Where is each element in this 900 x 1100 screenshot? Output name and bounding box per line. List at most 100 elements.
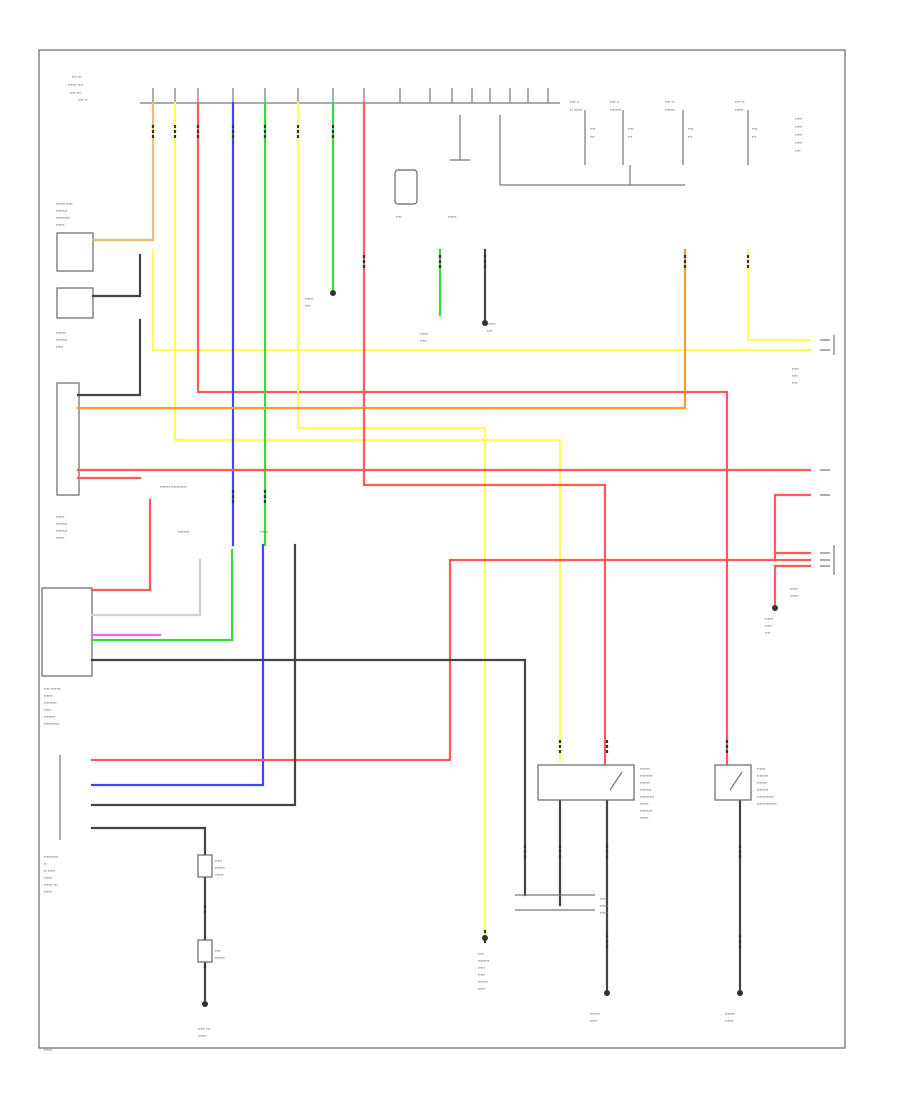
svg-text:▪▪▪▪ ▪▪▪: ▪▪▪▪ ▪▪▪ [70, 90, 82, 95]
svg-text:▪▪▪▪▪▪▪▪▪▪: ▪▪▪▪▪▪▪▪▪▪ [640, 794, 655, 799]
svg-text:▪▪▪▪▪▪▪: ▪▪▪▪▪▪▪ [640, 766, 651, 771]
body-control-module: ▪▪▪▪ ▪▪▪▪▪▪▪▪▪▪▪▪▪ ▪▪▪▪▪▪▪▪▪▪▪▪▪▪ ▪▪▪▪▪▪… [41, 587, 93, 726]
svg-text:▪▪▪▪▪▪▪: ▪▪▪▪▪▪▪ [665, 107, 676, 112]
svg-text:▪▪▪▪▪▪: ▪▪▪▪▪▪ [600, 903, 609, 908]
svg-text:▪▪▪▪▪▪▪ ▪▪▪▪▪▪▪▪▪▪▪: ▪▪▪▪▪▪▪ ▪▪▪▪▪▪▪▪▪▪▪ [160, 484, 187, 489]
map-light-right: ▪▪▪▪▪▪▪▪▪▪▪▪▪▪▪▪▪▪▪▪ [56, 287, 94, 349]
svg-text:▪▪▪▪▪▪: ▪▪▪▪▪▪ [790, 593, 799, 598]
svg-text:▪▪▪▪: ▪▪▪▪ [688, 126, 694, 131]
svg-text:▪▪▪▪: ▪▪▪▪ [600, 896, 606, 901]
svg-text:▪▪▪▪▪▪▪▪▪: ▪▪▪▪▪▪▪▪▪ [44, 700, 57, 705]
svg-text:▪▪▪▪▪▪: ▪▪▪▪▪▪ [56, 222, 65, 227]
svg-text:▪▪ ▪▪▪▪▪: ▪▪ ▪▪▪▪▪ [44, 868, 56, 873]
svg-text:▪▪▪▪▪▪▪▪▪: ▪▪▪▪▪▪▪▪▪ [640, 773, 653, 778]
svg-text:▪▪▪▪: ▪▪▪▪ [590, 126, 596, 131]
svg-text:▪▪▪▪▪▪: ▪▪▪▪▪▪ [735, 107, 744, 112]
svg-text:▪▪▪▪: ▪▪▪▪ [792, 373, 798, 378]
svg-text:▪▪▪▪▪▪: ▪▪▪▪▪▪ [448, 214, 457, 219]
svg-text:▪▪▪▪▪▪: ▪▪▪▪▪▪ [305, 296, 314, 301]
svg-text:▪▪▪▪▪▪: ▪▪▪▪▪▪ [56, 535, 65, 540]
svg-text:▪▪▪▪▪▪: ▪▪▪▪▪▪ [725, 1018, 734, 1023]
svg-text:▪▪▪▪: ▪▪▪▪ [628, 126, 634, 131]
svg-text:▪▪▪▪: ▪▪▪▪ [215, 948, 221, 953]
svg-text:▪▪▪▪▪▪▪▪▪▪▪▪: ▪▪▪▪▪▪▪▪▪▪▪▪ [757, 794, 775, 799]
top-right-connectors [499, 110, 749, 186]
svg-text:▪▪▪▪▪▪: ▪▪▪▪▪▪ [215, 872, 224, 877]
svg-text:▪▪▪▪▪: ▪▪▪▪▪ [795, 124, 803, 129]
svg-text:▪▪▪▪▪▪: ▪▪▪▪▪▪ [44, 693, 53, 698]
svg-text:▪▪▪▪▪: ▪▪▪▪▪ [765, 623, 773, 628]
svg-text:▪▪▪▪▪▪▪: ▪▪▪▪▪▪▪ [757, 780, 768, 785]
svg-text:▪▪▪▪▪▪▪: ▪▪▪▪▪▪▪ [56, 330, 67, 335]
svg-text:▪▪▪▪▪: ▪▪▪▪▪ [590, 1018, 598, 1023]
svg-text:▪▪▪▪▪▪▪▪▪▪▪: ▪▪▪▪▪▪▪▪▪▪▪ [44, 721, 60, 726]
svg-text:▪▪▪▪ ▪▪: ▪▪▪▪ ▪▪ [570, 99, 580, 104]
right-connectors [820, 335, 835, 575]
svg-text:▪▪▪▪▪▪▪▪: ▪▪▪▪▪▪▪▪ [56, 521, 68, 526]
svg-text:▪▪▪▪: ▪▪▪▪ [396, 214, 402, 219]
svg-text:▪▪▪▪▪▪▪▪: ▪▪▪▪▪▪▪▪ [757, 787, 769, 792]
svg-text:▪▪▪▪▪▪▪▪: ▪▪▪▪▪▪▪▪ [44, 714, 56, 719]
courtesy-light [197, 854, 213, 963]
connector-markers [151, 125, 750, 970]
svg-text:▪▪▪▪▪ ▪▪▪: ▪▪▪▪▪ ▪▪▪ [198, 1026, 211, 1031]
svg-text:▪▪ ▪▪▪▪▪▪: ▪▪ ▪▪▪▪▪▪ [570, 107, 583, 112]
svg-text:▪▪▪▪▪▪▪▪▪▪: ▪▪▪▪▪▪▪▪▪▪ [44, 854, 59, 859]
map-light-left: ▪▪▪▪▪▪▪ ▪▪▪▪▪▪▪▪▪▪▪▪ ▪▪▪▪▪▪▪▪▪▪▪▪▪▪▪▪ [56, 201, 94, 272]
svg-text:▪▪▪▪ ▪▪: ▪▪▪▪ ▪▪ [78, 97, 88, 102]
svg-text:▪▪▪▪ ▪▪: ▪▪▪▪ ▪▪ [665, 99, 675, 104]
diagram-frame [38, 49, 846, 1049]
svg-text:▪▪▪▪ ▪▪: ▪▪▪▪ ▪▪ [735, 99, 745, 104]
svg-text:▪▪▪▪▪: ▪▪▪▪▪ [792, 366, 800, 371]
svg-text:▪▪▪▪▪▪: ▪▪▪▪▪▪ [198, 1033, 207, 1038]
svg-text:▪▪▪▪: ▪▪▪▪ [792, 380, 798, 385]
svg-text:▪▪▪▪▪▪▪▪: ▪▪▪▪▪▪▪▪ [56, 528, 68, 533]
svg-text:▪▪▪▪▪▪▪: ▪▪▪▪▪▪▪ [478, 979, 489, 984]
svg-text:▪▪: ▪▪ [44, 861, 47, 866]
svg-text:▪▪▪▪▪: ▪▪▪▪▪ [795, 140, 803, 145]
svg-text:▪▪▪▪▪▪▪: ▪▪▪▪▪▪▪ [215, 865, 226, 870]
svg-text:▪▪▪▪▪: ▪▪▪▪▪ [420, 338, 428, 343]
svg-text:▪▪▪▪▪▪ ▪▪▪▪: ▪▪▪▪▪▪ ▪▪▪▪ [68, 82, 84, 87]
svg-text:▪▪▪▪▪▪▪: ▪▪▪▪▪▪▪ [215, 955, 226, 960]
svg-text:▪▪▪▪▪▪: ▪▪▪▪▪▪ [600, 910, 609, 915]
door-switch-driver: ▪▪▪▪▪▪▪▪▪▪▪▪▪▪ ▪▪▪▪▪▪▪▪▪▪▪▪▪▪▪ ▪▪▪▪▪▪▪▪▪… [714, 764, 777, 806]
svg-text:▪▪▪: ▪▪▪ [752, 134, 757, 139]
svg-text:▪▪▪: ▪▪▪ [590, 134, 595, 139]
svg-text:▪▪▪▪▪▪: ▪▪▪▪▪▪ [420, 331, 429, 336]
junction-block [515, 894, 595, 911]
svg-text:▪▪▪▪: ▪▪▪▪ [765, 630, 771, 635]
svg-text:▪▪▪▪▪▪▪▪▪: ▪▪▪▪▪▪▪▪▪ [640, 808, 653, 813]
svg-text:▪▪▪▪▪▪▪▪: ▪▪▪▪▪▪▪▪ [640, 787, 652, 792]
svg-text:▪▪▪: ▪▪▪ [688, 134, 693, 139]
svg-text:▪▪▪▪▪▪▪▪: ▪▪▪▪▪▪▪▪ [757, 773, 769, 778]
svg-text:▪▪▪: ▪▪▪ [628, 134, 633, 139]
fuse-box: ▪▪▪ ▪▪▪ ▪▪▪▪▪▪ ▪▪▪▪ ▪▪▪▪ ▪▪▪ ▪▪▪▪ ▪▪ [68, 74, 560, 104]
svg-text:▪▪▪▪▪: ▪▪▪▪▪ [795, 132, 803, 137]
svg-text:▪▪▪▪▪▪▪▪▪▪▪▪▪▪: ▪▪▪▪▪▪▪▪▪▪▪▪▪▪ [757, 801, 777, 806]
svg-text:▪▪▪▪ ▪▪: ▪▪▪▪ ▪▪ [610, 99, 620, 104]
svg-text:▪▪▪▪▪▪▪▪: ▪▪▪▪▪▪▪▪ [610, 107, 622, 112]
svg-text:▪▪▪▪▪▪: ▪▪▪▪▪▪ [56, 514, 65, 519]
svg-text:▪▪▪▪▪▪: ▪▪▪▪▪▪ [260, 529, 269, 534]
svg-text:▪▪▪▪▪▪▪▪: ▪▪▪▪▪▪▪▪ [56, 208, 68, 213]
svg-text:▪▪▪▪▪▪: ▪▪▪▪▪▪ [44, 889, 53, 894]
svg-text:▪▪▪▪▪▪: ▪▪▪▪▪▪ [44, 875, 53, 880]
svg-text:▪▪▪▪▪▪▪▪: ▪▪▪▪▪▪▪▪ [56, 337, 68, 342]
svg-text:▪▪▪▪: ▪▪▪▪ [305, 303, 311, 308]
svg-text:▪▪▪▪▪▪▪: ▪▪▪▪▪▪▪ [590, 1011, 601, 1016]
svg-text:▪▪▪▪▪▪▪: ▪▪▪▪▪▪▪ [640, 780, 651, 785]
ground-symbols [202, 290, 778, 1007]
svg-text:▪▪▪▪▪: ▪▪▪▪▪ [795, 116, 803, 121]
svg-text:▪▪▪▪▪▪: ▪▪▪▪▪▪ [640, 815, 649, 820]
svg-text:▪▪▪▪▪▪▪▪: ▪▪▪▪▪▪▪▪ [478, 958, 490, 963]
svg-text:▪▪▪▪ ▪▪▪▪▪▪▪: ▪▪▪▪ ▪▪▪▪▪▪▪ [44, 686, 61, 691]
svg-text:▪▪▪▪▪: ▪▪▪▪▪ [478, 972, 486, 977]
svg-text:▪▪▪▪▪▪▪▪: ▪▪▪▪▪▪▪▪ [178, 529, 190, 534]
svg-text:▪▪▪▪▪▪▪: ▪▪▪▪▪▪▪ [725, 1011, 736, 1016]
door-switch-passenger: ▪▪▪▪▪▪▪▪▪▪▪▪▪▪▪▪ ▪▪▪▪▪▪▪▪▪▪▪▪▪▪▪ ▪▪▪▪▪▪▪… [537, 764, 655, 820]
svg-text:▪▪▪▪▪▪: ▪▪▪▪▪▪ [44, 1047, 53, 1052]
svg-text:▪▪▪▪▪▪▪ ▪▪▪▪: ▪▪▪▪▪▪▪ ▪▪▪▪ [56, 201, 73, 206]
svg-text:▪▪▪▪▪▪: ▪▪▪▪▪▪ [487, 321, 496, 326]
